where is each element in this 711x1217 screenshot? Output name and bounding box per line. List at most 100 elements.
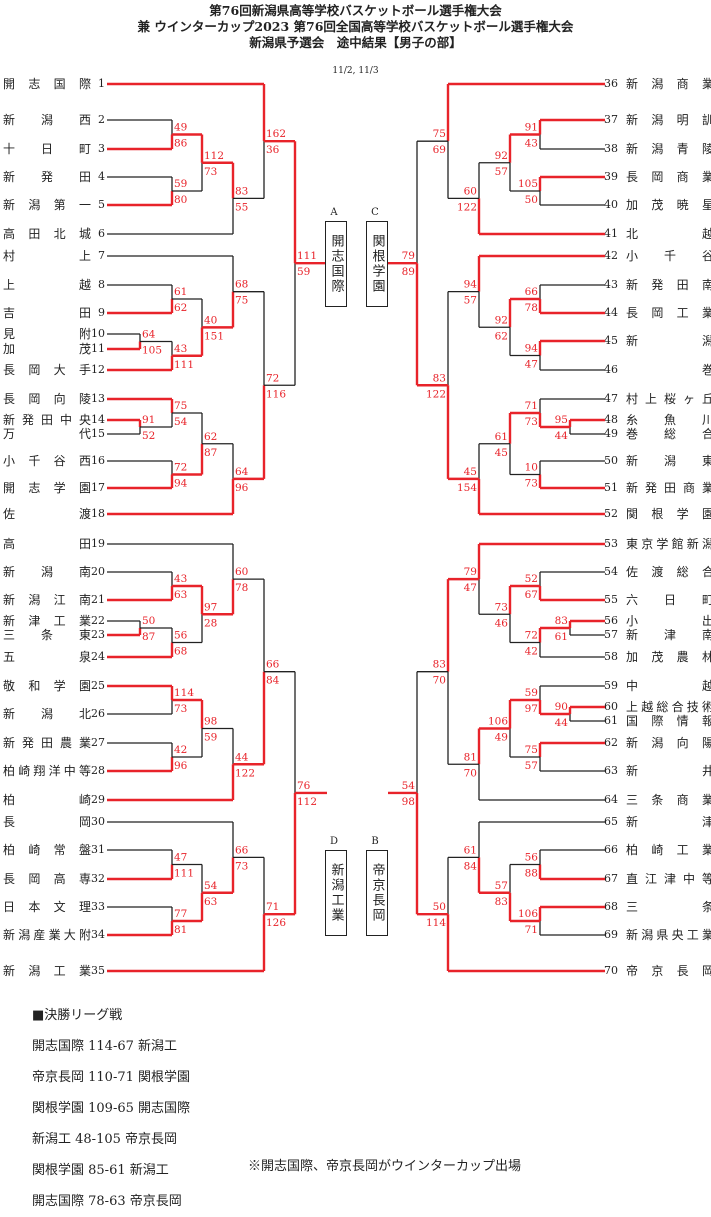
score-label: 68 [174, 646, 187, 658]
score-label: 83 [495, 896, 508, 908]
team-name: 新潟工業 [3, 964, 91, 978]
tournament-bracket: 6410549865980112738355162366162431114015… [107, 82, 605, 973]
team-number: 70 [604, 964, 618, 977]
team-name: 新潟北 [3, 707, 91, 721]
score-label: 42 [525, 646, 538, 658]
score-label: 81 [464, 751, 477, 763]
score-label: 78 [235, 582, 248, 594]
team-number: 50 [604, 454, 618, 467]
team-name: 柏崎常盤 [3, 843, 91, 857]
score-label: 40 [204, 314, 217, 326]
score-label: 88 [525, 868, 538, 880]
score-label: 83 [235, 185, 248, 197]
team-number: 28 [91, 764, 105, 777]
score-label: 92 [495, 150, 508, 162]
team-number: 25 [91, 679, 105, 692]
score-label: 73 [495, 601, 508, 613]
team-name: 帝京長岡 [626, 964, 711, 978]
team-name: 上越 [3, 278, 91, 292]
score-label: 91 [525, 122, 538, 134]
team-name: 吉田 [3, 306, 91, 320]
team-number: 21 [91, 593, 105, 606]
score-label: 59 [174, 178, 187, 190]
team-name: 見附 [3, 327, 91, 341]
team-name: 佐渡総合 [626, 565, 711, 579]
team-entry: 帝京長岡 70 [604, 964, 711, 978]
score-label: 61 [495, 431, 508, 443]
block-winner-a: 開志国際 [325, 221, 347, 307]
score-label: 47 [464, 582, 477, 594]
score-label: 43 [174, 343, 187, 355]
team-number: 14 [91, 413, 105, 426]
score-label: 76 [297, 780, 311, 792]
score-label: 162 [266, 128, 286, 140]
team-number: 37 [604, 113, 618, 126]
score-label: 105 [142, 345, 162, 357]
score-label: 111 [174, 868, 194, 880]
team-name: 開志学園 [3, 481, 91, 495]
team-name: 巻総合 [626, 427, 711, 441]
score-label: 75 [433, 128, 446, 140]
score-label: 98 [204, 716, 217, 728]
team-name: 加茂暁星 [626, 198, 711, 212]
score-label: 72 [266, 372, 279, 384]
team-number: 49 [604, 427, 618, 440]
score-label: 59 [204, 732, 217, 744]
score-label: 56 [174, 630, 188, 642]
score-label: 44 [235, 751, 249, 763]
title-line-2: 兼 ウインターカップ2023 第76回全国高等学校バスケットボール選手権大会 [137, 19, 574, 34]
score-label: 97 [204, 601, 217, 613]
score-label: 95 [555, 414, 568, 426]
team-number: 23 [91, 628, 105, 641]
score-label: 75 [525, 744, 538, 756]
team-number: 13 [91, 392, 105, 405]
team-number: 44 [604, 306, 618, 319]
score-label: 94 [464, 279, 478, 291]
team-number: 59 [604, 679, 618, 692]
score-label: 96 [235, 482, 249, 494]
team-number: 65 [604, 815, 618, 828]
score-label: 47 [525, 359, 538, 371]
score-label: 57 [525, 760, 538, 772]
team-name: 上越総合技術 [626, 700, 711, 714]
score-label: 43 [525, 138, 538, 150]
block-label-b: B [371, 836, 379, 847]
team-number: 20 [91, 565, 105, 578]
score-label: 83 [555, 615, 568, 627]
score-label: 70 [464, 767, 477, 779]
team-number: 41 [604, 227, 618, 240]
team-number: 5 [98, 198, 105, 211]
score-label: 28 [204, 617, 217, 629]
score-label: 94 [174, 478, 188, 490]
team-number: 29 [91, 793, 105, 806]
score-label: 106 [488, 716, 508, 728]
team-name: 村上 [3, 249, 91, 263]
team-name: 柏崎工業 [626, 843, 711, 857]
score-label: 112 [297, 796, 317, 808]
score-label: 96 [174, 760, 188, 772]
score-label: 73 [235, 860, 248, 872]
score-label: 116 [266, 388, 286, 400]
team-name: 万代 [3, 427, 91, 441]
score-label: 46 [495, 617, 509, 629]
score-label: 66 [266, 659, 280, 671]
score-label: 69 [433, 144, 446, 156]
team-name: 新潟商業 [626, 77, 711, 91]
team-name: 日本文理 [3, 900, 91, 914]
